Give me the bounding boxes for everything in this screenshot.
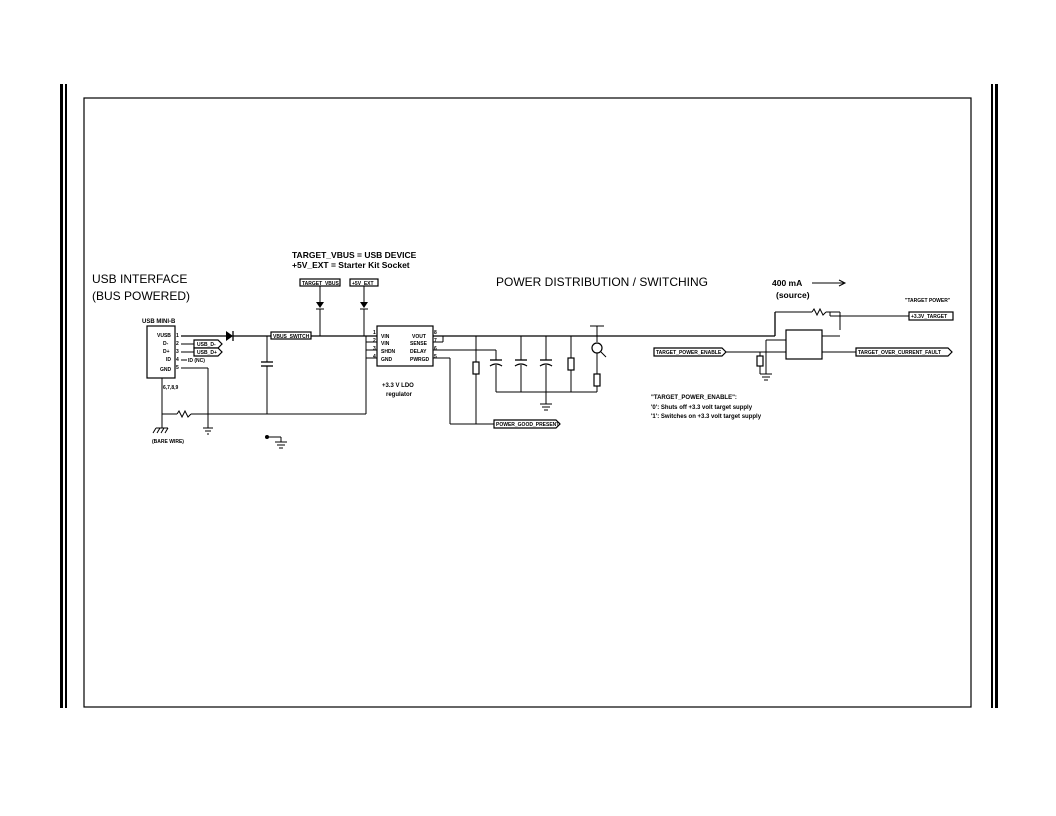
usb-pin-4-abbrev: ID — [166, 357, 171, 363]
output-capacitors — [489, 336, 597, 411]
net-label-usb-dp-text: USB_D+ — [197, 350, 217, 356]
usb-pin-1-name: VUSB — [157, 333, 171, 339]
reg-pin-3-num: 3 — [373, 346, 376, 352]
reg-pin-1-num: 1 — [373, 330, 376, 336]
net-label-vbus-switch: VBUS_SWITCH — [270, 331, 312, 340]
net-label-usb-dm: USB_D- — [193, 339, 223, 349]
net-label-usb-dp: USB_D+ — [193, 347, 223, 357]
note-enable-0: '0': Shuts off +3.3 volt target supply — [651, 405, 753, 411]
note-source: (source) — [776, 290, 810, 300]
reg-pin-4-name: GND — [381, 357, 393, 363]
usb-shield-pins: 6,7,8,9 — [163, 385, 179, 391]
note-target-vbus: TARGET_VBUS = USB DEVICE — [292, 250, 417, 260]
output-rail — [433, 335, 775, 425]
net-label-5v-ext: +5V_EXT — [349, 278, 379, 287]
reg-pin-7-name: SENSE — [410, 341, 428, 347]
usb-pin-wires — [181, 343, 209, 428]
net-label-target-fault-text: TARGET_OVER_CURRENT_FAULT — [858, 350, 941, 356]
led-indicator — [590, 325, 607, 392]
usb-pin-3-num: 3 — [176, 349, 179, 355]
input-capacitor — [261, 336, 273, 414]
diode-5v-ext — [360, 286, 368, 336]
net-label-3v3-target-text: +3.3V_TARGET — [911, 314, 947, 320]
usb-pin-5-num: 5 — [176, 365, 179, 371]
reg-pin-2-name: VIN — [381, 341, 390, 347]
heading-power-distribution: POWER DISTRIBUTION / SWITCHING — [496, 275, 708, 289]
note-current: 400 mA — [772, 278, 802, 288]
reg-pin-5-name: PWRGD — [410, 357, 430, 363]
net-label-vbus-switch-text: VBUS_SWITCH — [273, 334, 310, 340]
reg-pin-8-name: VOUT — [412, 334, 426, 340]
heading-usb-interface: USB INTERFACE — [92, 272, 187, 286]
ground-symbol — [265, 435, 287, 449]
usb-pin-3-name: D+ — [163, 349, 170, 355]
heading-bus-powered: (BUS POWERED) — [92, 289, 190, 303]
usb-connector: USB MINI-B VUSB 1 D- 2 D+ 3 ID 4 ID (NC)… — [142, 319, 205, 391]
switch-input-wiring — [726, 339, 786, 381]
ldo-regulator: 1 VIN 2 VIN 3 SHDN 4 GND VOUT 8 SENSE 7 … — [373, 325, 437, 398]
usb-pin-2-name: D- — [163, 341, 169, 347]
reg-pin-4-num: 4 — [373, 354, 376, 360]
note-5v-ext: +5V_EXT = Starter Kit Socket — [292, 260, 410, 270]
ground-bus: (BARE WIRE) — [152, 378, 366, 445]
reg-pin-1-name: VIN — [381, 334, 390, 340]
diode-target-vbus — [316, 286, 324, 336]
reg-pin-8-num: 8 — [434, 330, 437, 336]
net-label-target-power-enable-text: TARGET_POWER_ENABLE — [656, 350, 722, 356]
net-label-target-fault: TARGET_OVER_CURRENT_FAULT — [855, 347, 953, 357]
regulator-caption-1: +3.3 V LDO — [382, 383, 414, 389]
current-arrow — [812, 279, 847, 287]
usb-pin-2-num: 2 — [176, 341, 179, 347]
usb-pin-4-num: 4 — [176, 357, 179, 363]
reg-pin-3-name: SHDN — [381, 349, 396, 355]
bare-wire-label: (BARE WIRE) — [152, 439, 184, 445]
net-label-5v-ext-text: +5V_EXT — [352, 281, 374, 287]
usb-pin-1-num: 1 — [176, 333, 179, 339]
reg-pin-6-num: 6 — [434, 346, 437, 352]
reg-pin-6-name: DELAY — [410, 349, 427, 355]
regulator-input-wires — [365, 336, 377, 414]
usb-connector-label: USB MINI-B — [142, 319, 176, 325]
net-label-target-power-enable: TARGET_POWER_ENABLE — [653, 347, 727, 357]
note-target-power: "TARGET POWER" — [905, 298, 951, 304]
note-enable-1: '1': Switches on +3.3 volt target supply — [651, 414, 762, 420]
regulator-caption-2: regulator — [386, 392, 413, 398]
page-border — [60, 84, 998, 708]
reg-pin-5-num: 5 — [434, 354, 437, 360]
net-label-target-vbus-text: TARGET_VBUS — [302, 281, 340, 287]
net-label-usb-dm-text: USB_D- — [197, 342, 216, 348]
usb-pin-5-name: GND — [160, 367, 172, 373]
net-label-3v3-target: +3.3V_TARGET — [908, 311, 954, 321]
note-enable-title: "TARGET_POWER_ENABLE": — [651, 395, 737, 401]
usb-pin-4-name: ID (NC) — [188, 358, 205, 364]
net-label-target-vbus: TARGET_VBUS — [299, 278, 341, 287]
reg-pin-2-num: 2 — [373, 338, 376, 344]
reg-pin-7-num: 7 — [434, 338, 437, 344]
net-label-power-good: POWER_GOOD_PRESENT — [493, 419, 561, 429]
net-label-power-good-text: POWER_GOOD_PRESENT — [496, 422, 559, 428]
load-switch — [774, 307, 930, 360]
